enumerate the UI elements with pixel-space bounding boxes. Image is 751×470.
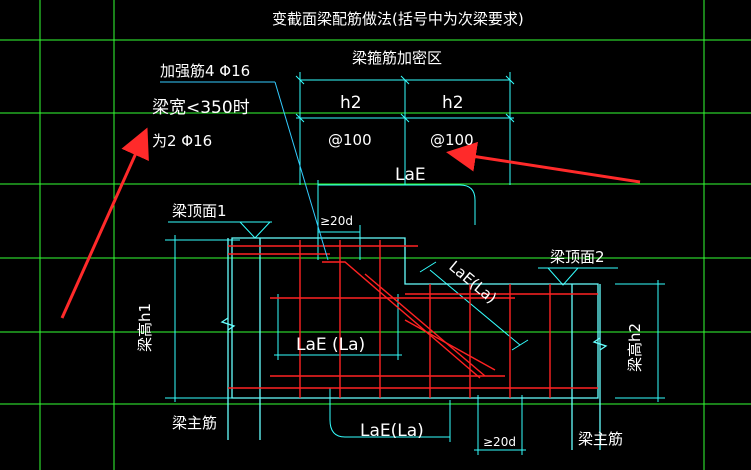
main-bar-right-label: 梁主筋 (578, 430, 623, 448)
alt-bar-label: 为2 Φ16 (152, 132, 212, 150)
beam-outline (220, 237, 608, 450)
beam-height-1-label: 梁高h1 (136, 303, 154, 352)
beam-height-2-label: 梁高h2 (626, 323, 644, 372)
arrow-to-bar-note (60, 127, 149, 319)
lae-bottom-label: LaE(La) (360, 421, 424, 441)
main-bar-left-label: 梁主筋 (172, 414, 217, 432)
leader-line (160, 81, 329, 261)
ge20d-bottom-label: ≥20d (483, 435, 516, 449)
reinforce-bar-label: 加强筋4 Φ16 (160, 62, 250, 80)
lae-diag-label: LaE(La) (445, 257, 500, 307)
annotation-arrows (60, 127, 641, 319)
arrow-to-spacing (446, 141, 641, 184)
beam-top-2-label: 梁顶面2 (550, 248, 605, 266)
stirrup-zone-label: 梁箍筋加密区 (352, 49, 442, 67)
lae-mid-label: LaE (La) (296, 335, 365, 355)
drawing-title: 变截面梁配筋做法(括号中为次梁要求) (272, 10, 524, 28)
h2-left-label: h2 (340, 93, 362, 113)
lae-top-label: LaE (395, 165, 426, 185)
ge20d-top-label: ≥20d (320, 214, 353, 228)
spacing-right-label: @100 (430, 131, 474, 149)
h2-right-label: h2 (442, 93, 464, 113)
beam-width-note: 梁宽<350时 (152, 98, 250, 118)
beam-top-1-label: 梁顶面1 (172, 202, 227, 220)
rebars (228, 240, 598, 398)
spacing-left-label: @100 (328, 131, 372, 149)
